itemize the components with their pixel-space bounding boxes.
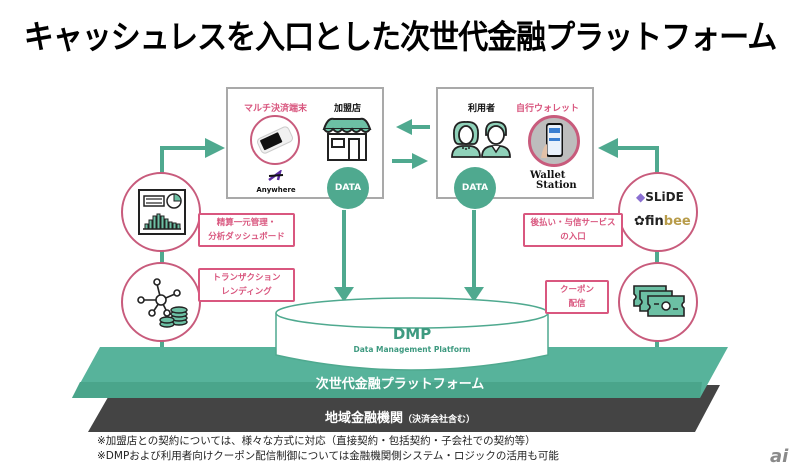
wallet-station-logo: Wallet Station	[530, 171, 577, 191]
finbee-logo-text-bee: bee	[663, 214, 691, 229]
slide-logo: ◆SLiDE	[636, 190, 684, 204]
wallet-station-line2: Station	[536, 180, 577, 191]
lending-callout-line2: レンディング	[221, 287, 272, 297]
store-label: 加盟店	[334, 104, 362, 114]
page-title: キャッシュレスを入口とした次世代金融プラットフォーム	[23, 18, 778, 57]
payment-terminal-icon	[250, 115, 300, 165]
right-top-arrowhead	[598, 138, 618, 158]
wallet-station-line1: Wallet	[530, 170, 566, 181]
bank-layer-label: 地域金融機関（決済会社含む）	[90, 407, 710, 426]
finbee-logo-icon: ✿	[634, 214, 645, 229]
footnote-1: ※加盟店との契約については、様々な方式に対応（直接契約・包括契約・子会社での契約…	[97, 435, 536, 447]
coupon-icon	[633, 285, 685, 317]
coupon-feature	[618, 262, 698, 342]
arrow-right-head	[412, 153, 428, 169]
left-top-connector	[160, 146, 205, 170]
store-icon	[320, 115, 374, 167]
coupon-callout: クーポン 配信	[545, 280, 609, 314]
platform-layer-shade	[72, 382, 702, 398]
left-top-arrowhead	[205, 138, 225, 158]
dashboard-callout-line2: 分析ダッシュボード	[208, 232, 285, 242]
right-data-arrowhead	[464, 287, 484, 302]
credit-service-feature: ◆SLiDE ✿finbee	[618, 172, 698, 252]
dashboard-icon	[138, 189, 186, 235]
credit-service-callout: 後払い・与信サービス の入口	[523, 213, 623, 247]
user-data-badge: DATA	[454, 167, 496, 209]
coupon-callout-line1: クーポン	[559, 285, 594, 295]
bank-layer-title: 地域金融機関	[324, 411, 403, 426]
users-label: 利用者	[468, 104, 496, 114]
platform-layer-label: 次世代金融プラットフォーム	[315, 377, 485, 392]
lending-callout: トランザクション レンディング	[198, 268, 295, 302]
left-data-arrowhead	[334, 287, 354, 302]
user-box: 利用者 自行ウォレット DATA Wallet Station	[436, 87, 594, 209]
finbee-logo: ✿finbee	[634, 214, 691, 229]
dashboard-callout-line1: 精算一元管理・	[216, 218, 277, 228]
dmp-subtitle: Data Management Platform	[353, 345, 471, 354]
merchant-box: マルチ決済端末 加盟店 Anywhere DATA	[226, 87, 384, 209]
arrow-left-head	[396, 119, 412, 135]
dmp-title: DMP	[392, 325, 432, 343]
network-lending-icon	[137, 278, 188, 328]
bank-layer-note: （決済会社含む）	[403, 415, 476, 425]
terminal-label: マルチ決済端末	[244, 104, 308, 114]
dashboard-callout: 精算一元管理・ 分析ダッシュボード	[198, 213, 295, 247]
lending-feature	[121, 262, 201, 342]
anywhere-logo: Anywhere	[256, 167, 296, 194]
lending-callout-line1: トランザクション	[212, 273, 281, 283]
coupon-callout-line2: 配信	[568, 299, 586, 309]
merchant-data-badge: DATA	[327, 167, 369, 209]
slide-logo-text: SLiDE	[645, 190, 684, 204]
anywhere-logo-icon	[268, 168, 284, 182]
footnote-2: ※DMPおよび利用者向けクーポン配信制御については金融機関側システム・ロジックの…	[97, 450, 559, 462]
watermark-logo: ai	[770, 446, 789, 467]
users-icon	[450, 119, 512, 163]
dashboard-feature	[121, 172, 201, 252]
dmp-cylinder-top	[275, 297, 549, 329]
credit-service-callout-line2: の入口	[560, 232, 586, 242]
right-top-connector	[618, 146, 659, 170]
anywhere-logo-text: Anywhere	[256, 186, 296, 194]
wallet-app-icon	[528, 115, 580, 167]
dmp-cylinder-body	[275, 313, 549, 371]
wallet-label: 自行ウォレット	[516, 104, 580, 114]
credit-service-callout-line1: 後払い・与信サービス	[530, 218, 616, 228]
slide-logo-icon: ◆	[636, 190, 646, 204]
finbee-logo-text-fin: fin	[644, 214, 664, 229]
